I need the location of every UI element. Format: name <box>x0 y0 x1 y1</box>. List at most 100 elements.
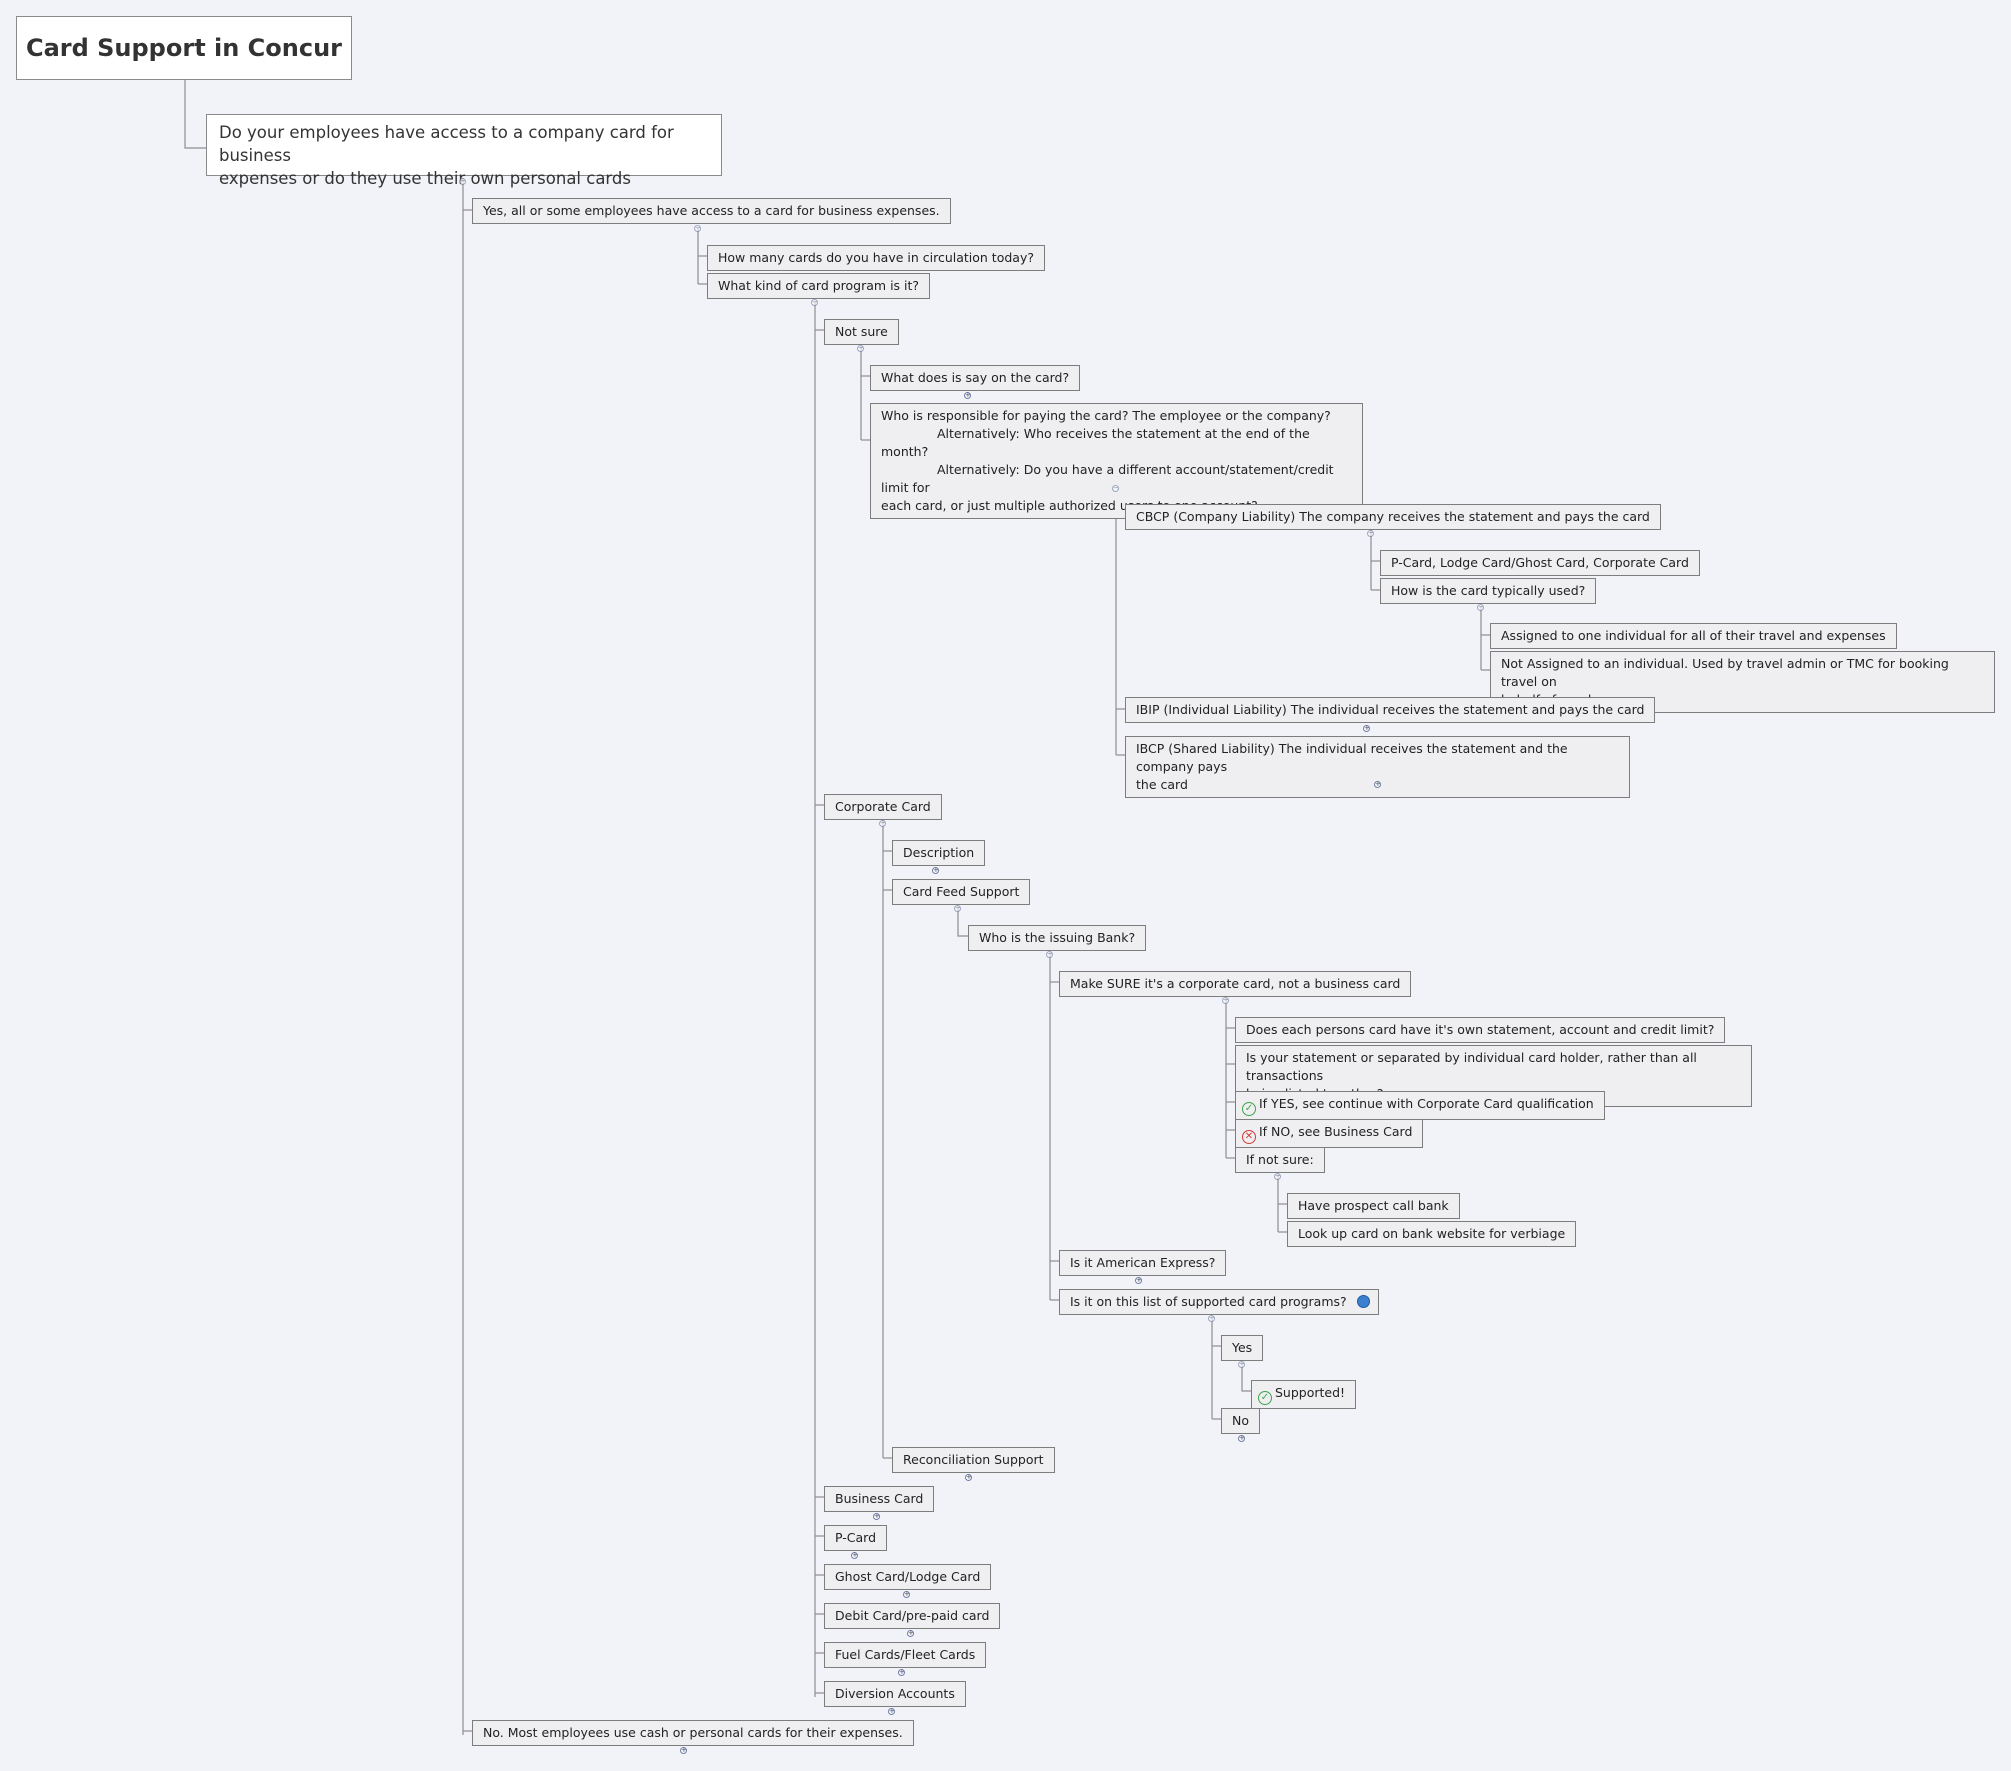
corporate-card-label: Corporate Card <box>835 799 931 814</box>
collapse-toggle-icon[interactable] <box>1046 951 1053 958</box>
fuel-label: Fuel Cards/Fleet Cards <box>835 1647 976 1662</box>
expand-toggle-icon[interactable] <box>888 1708 895 1715</box>
collapse-toggle-icon[interactable] <box>694 225 701 232</box>
topic-ibcp[interactable]: IBCP (Shared Liability) The individual r… <box>1125 736 1630 798</box>
topic-what-does-card-say[interactable]: What does is say on the card? <box>870 365 1081 391</box>
topic-american-express[interactable]: Is it American Express? <box>1059 1250 1227 1276</box>
topic-debit-prepaid[interactable]: Debit Card/pre-paid card <box>824 1603 1001 1629</box>
if-not-sure-label: If not sure: <box>1246 1152 1314 1167</box>
topic-not-sure[interactable]: Not sure <box>824 319 899 345</box>
central-topic-title: Card Support in Concur <box>25 34 343 62</box>
collapse-toggle-icon[interactable] <box>1112 485 1119 492</box>
expand-toggle-icon[interactable] <box>964 392 971 399</box>
separated-line-1: Is your statement or separated by indivi… <box>1246 1050 1697 1083</box>
topic-no[interactable]: No <box>1221 1408 1260 1434</box>
expand-toggle-icon[interactable] <box>1135 1277 1142 1284</box>
supported-label: Supported! <box>1275 1385 1346 1400</box>
topic-look-up-card[interactable]: Look up card on bank website for verbiag… <box>1287 1221 1577 1247</box>
check-circle-icon: ✓ <box>1258 1391 1272 1405</box>
topic-corporate-card[interactable]: Corporate Card <box>824 794 942 820</box>
question-line-1: Do your employees have access to a compa… <box>219 123 674 165</box>
collapse-toggle-icon[interactable] <box>954 905 961 912</box>
topic-issuing-bank[interactable]: Who is the issuing Bank? <box>968 925 1147 951</box>
collapse-toggle-icon[interactable] <box>1238 1361 1245 1368</box>
topic-how-many-cards[interactable]: How many cards do you have in circulatio… <box>707 245 1045 271</box>
topic-no-branch[interactable]: No. Most employees use cash or personal … <box>472 1720 914 1746</box>
expand-toggle-icon[interactable] <box>898 1669 905 1676</box>
expand-toggle-icon[interactable] <box>873 1513 880 1520</box>
expand-toggle-icon[interactable] <box>903 1591 910 1598</box>
topic-diversion-accounts[interactable]: Diversion Accounts <box>824 1681 966 1707</box>
expand-toggle-icon[interactable] <box>1374 781 1381 788</box>
collapse-toggle-icon[interactable] <box>1208 1315 1215 1322</box>
collapse-toggle-icon[interactable] <box>1222 997 1229 1004</box>
collapse-toggle-icon[interactable] <box>1367 530 1374 537</box>
topic-ghost-lodge-card[interactable]: Ghost Card/Lodge Card <box>824 1564 992 1590</box>
collapse-toggle-icon[interactable] <box>1477 604 1484 611</box>
check-circle-icon: ✓ <box>1242 1102 1256 1116</box>
who-resp-line-2-row: Alternatively: Who receives the statemen… <box>881 425 1352 461</box>
topic-supported-list[interactable]: Is it on this list of supported card pro… <box>1059 1289 1379 1315</box>
topic-yes[interactable]: Yes <box>1221 1335 1264 1361</box>
topic-if-not-sure[interactable]: If not sure: <box>1235 1147 1325 1173</box>
make-sure-label: Make SURE it's a corporate card, not a b… <box>1070 976 1401 991</box>
topic-how-card-used[interactable]: How is the card typically used? <box>1380 578 1597 604</box>
ibip-label: IBIP (Individual Liability) The individu… <box>1136 702 1645 717</box>
recon-label: Reconciliation Support <box>903 1452 1044 1467</box>
ibcp-line-2: the card <box>1136 777 1188 792</box>
topic-fuel-fleet-cards[interactable]: Fuel Cards/Fleet Cards <box>824 1642 987 1668</box>
diversion-label: Diversion Accounts <box>835 1686 955 1701</box>
cross-circle-icon: ✕ <box>1242 1130 1256 1144</box>
issuing-bank-label: Who is the issuing Bank? <box>979 930 1136 945</box>
expand-toggle-icon[interactable] <box>680 1747 687 1754</box>
topic-description[interactable]: Description <box>892 840 986 866</box>
globe-link-icon[interactable] <box>1356 1295 1370 1308</box>
topic-if-no[interactable]: ✕If NO, see Business Card <box>1235 1119 1424 1148</box>
topic-reconciliation-support[interactable]: Reconciliation Support <box>892 1447 1055 1473</box>
collapse-toggle-icon[interactable] <box>459 178 466 185</box>
who-resp-line-3-row: Alternatively: Do you have a different a… <box>881 461 1352 497</box>
topic-assigned-individual[interactable]: Assigned to one individual for all of th… <box>1490 623 1897 649</box>
collapse-toggle-icon[interactable] <box>857 345 864 352</box>
topic-pcard-list[interactable]: P-Card, Lodge Card/Ghost Card, Corporate… <box>1380 550 1700 576</box>
topic-supported[interactable]: ✓Supported! <box>1251 1380 1357 1409</box>
central-topic[interactable]: Card Support in Concur <box>16 16 352 80</box>
topic-pcard[interactable]: P-Card <box>824 1525 888 1551</box>
topic-call-bank[interactable]: Have prospect call bank <box>1287 1193 1460 1219</box>
yes-branch-label: Yes, all or some employees have access t… <box>483 203 940 218</box>
each-person-label: Does each persons card have it's own sta… <box>1246 1022 1715 1037</box>
topic-business-card[interactable]: Business Card <box>824 1486 935 1512</box>
topic-each-person-statement[interactable]: Does each persons card have it's own sta… <box>1235 1017 1726 1043</box>
how-used-label: How is the card typically used? <box>1391 583 1586 598</box>
expand-toggle-icon[interactable] <box>907 1630 914 1637</box>
question-line-2: expenses or do they use their own person… <box>219 169 632 188</box>
expand-toggle-icon[interactable] <box>851 1552 858 1559</box>
collapse-toggle-icon[interactable] <box>879 820 886 827</box>
collapse-toggle-icon[interactable] <box>811 299 818 306</box>
topic-make-sure-corporate[interactable]: Make SURE it's a corporate card, not a b… <box>1059 971 1412 997</box>
topic-card-access-question[interactable]: Do your employees have access to a compa… <box>206 114 722 188</box>
topic-ibip[interactable]: IBIP (Individual Liability) The individu… <box>1125 697 1656 723</box>
topic-card-feed-support[interactable]: Card Feed Support <box>892 879 1031 905</box>
business-card-label: Business Card <box>835 1491 924 1506</box>
topic-cbcp[interactable]: CBCP (Company Liability) The company rec… <box>1125 504 1661 530</box>
collapse-toggle-icon[interactable] <box>1274 1173 1281 1180</box>
debit-label: Debit Card/pre-paid card <box>835 1608 990 1623</box>
who-resp-line-3: Alternatively: Do you have a different a… <box>881 462 1334 495</box>
expand-toggle-icon[interactable] <box>932 867 939 874</box>
topic-if-yes[interactable]: ✓If YES, see continue with Corporate Car… <box>1235 1091 1605 1120</box>
expand-toggle-icon[interactable] <box>965 1474 972 1481</box>
topic-what-kind-program[interactable]: What kind of card program is it? <box>707 273 931 299</box>
what-say-label: What does is say on the card? <box>881 370 1070 385</box>
topic-yes-branch[interactable]: Yes, all or some employees have access t… <box>472 198 951 224</box>
expand-toggle-icon[interactable] <box>1238 1435 1245 1442</box>
expand-toggle-icon[interactable] <box>1363 725 1370 732</box>
yes-label: Yes <box>1232 1340 1253 1355</box>
if-no-label: If NO, see Business Card <box>1259 1124 1413 1139</box>
no-label: No <box>1232 1413 1249 1428</box>
not-sure-label: Not sure <box>835 324 888 339</box>
topic-who-responsible[interactable]: Who is responsible for paying the card? … <box>870 403 1363 519</box>
look-up-label: Look up card on bank website for verbiag… <box>1298 1226 1566 1241</box>
call-bank-label: Have prospect call bank <box>1298 1198 1449 1213</box>
assigned-label: Assigned to one individual for all of th… <box>1501 628 1886 643</box>
